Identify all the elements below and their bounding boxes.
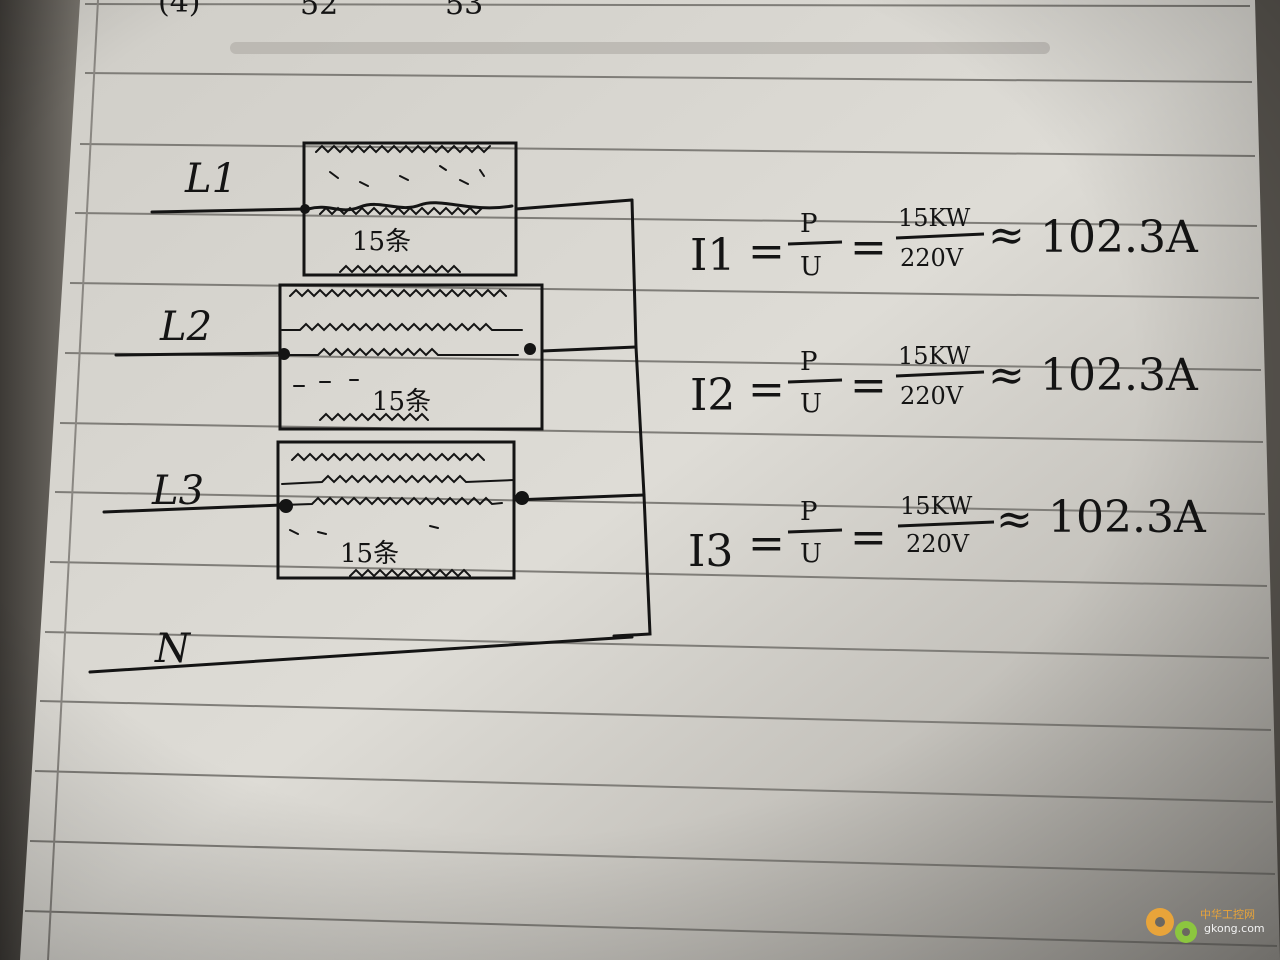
watermark-url: gkong.com — [1204, 922, 1265, 935]
bank-label-l2: 15条 — [372, 387, 431, 417]
line-label-l3: L3 — [151, 468, 204, 514]
notebook-page — [20, 0, 1280, 960]
bank-label-l3: 15条 — [340, 539, 399, 569]
header-fragment: 52 — [300, 0, 338, 22]
equals-sign: = — [748, 518, 785, 569]
fraction-bar — [787, 528, 843, 534]
equation-lhs: I2 — [690, 370, 735, 421]
equation-power: 15KW — [900, 492, 973, 520]
equals-sign: = — [850, 222, 887, 273]
equation-numerator: P — [800, 209, 818, 239]
equation-lhs: I3 — [688, 526, 733, 577]
gear-icon — [1146, 908, 1197, 943]
equation-denominator: U — [800, 389, 822, 419]
equation-denominator: U — [800, 252, 822, 282]
line-label-l2: L2 — [159, 304, 212, 350]
equals-sign: = — [850, 512, 887, 563]
equation-numerator: P — [800, 497, 818, 527]
equation-voltage: 220V — [900, 382, 964, 410]
equation-denominator: U — [800, 539, 822, 569]
equation-result: 102.3A — [1040, 350, 1199, 401]
equation-result: 102.3A — [1048, 492, 1207, 543]
neutral-label: N — [154, 626, 192, 672]
equation-numerator: P — [800, 347, 818, 377]
equation-lhs: I1 — [690, 230, 735, 281]
header-fragment: (4) — [158, 0, 201, 20]
approx-sign: ≈ — [996, 494, 1033, 545]
bleed-through-writing — [230, 42, 1050, 54]
equals-sign: = — [850, 360, 887, 411]
line-label-l1: L1 — [184, 156, 237, 202]
equation-power: 15KW — [898, 204, 971, 232]
watermark: 中华工控网 gkong.com — [1146, 907, 1265, 943]
fraction-bar — [787, 240, 843, 246]
equation-power: 15KW — [898, 342, 971, 370]
equation-result: 102.3A — [1040, 212, 1199, 263]
equals-sign: = — [748, 226, 785, 277]
header-fragment: 53 — [445, 0, 483, 22]
equation-voltage: 220V — [906, 530, 970, 558]
approx-sign: ≈ — [988, 350, 1025, 401]
watermark-title: 中华工控网 — [1200, 907, 1255, 921]
approx-sign: ≈ — [988, 210, 1025, 261]
fraction-bar — [787, 378, 843, 384]
l2-wire — [114, 351, 284, 357]
bank-label-l1: 15条 — [352, 227, 411, 257]
equation-voltage: 220V — [900, 244, 964, 272]
equals-sign: = — [748, 364, 785, 415]
